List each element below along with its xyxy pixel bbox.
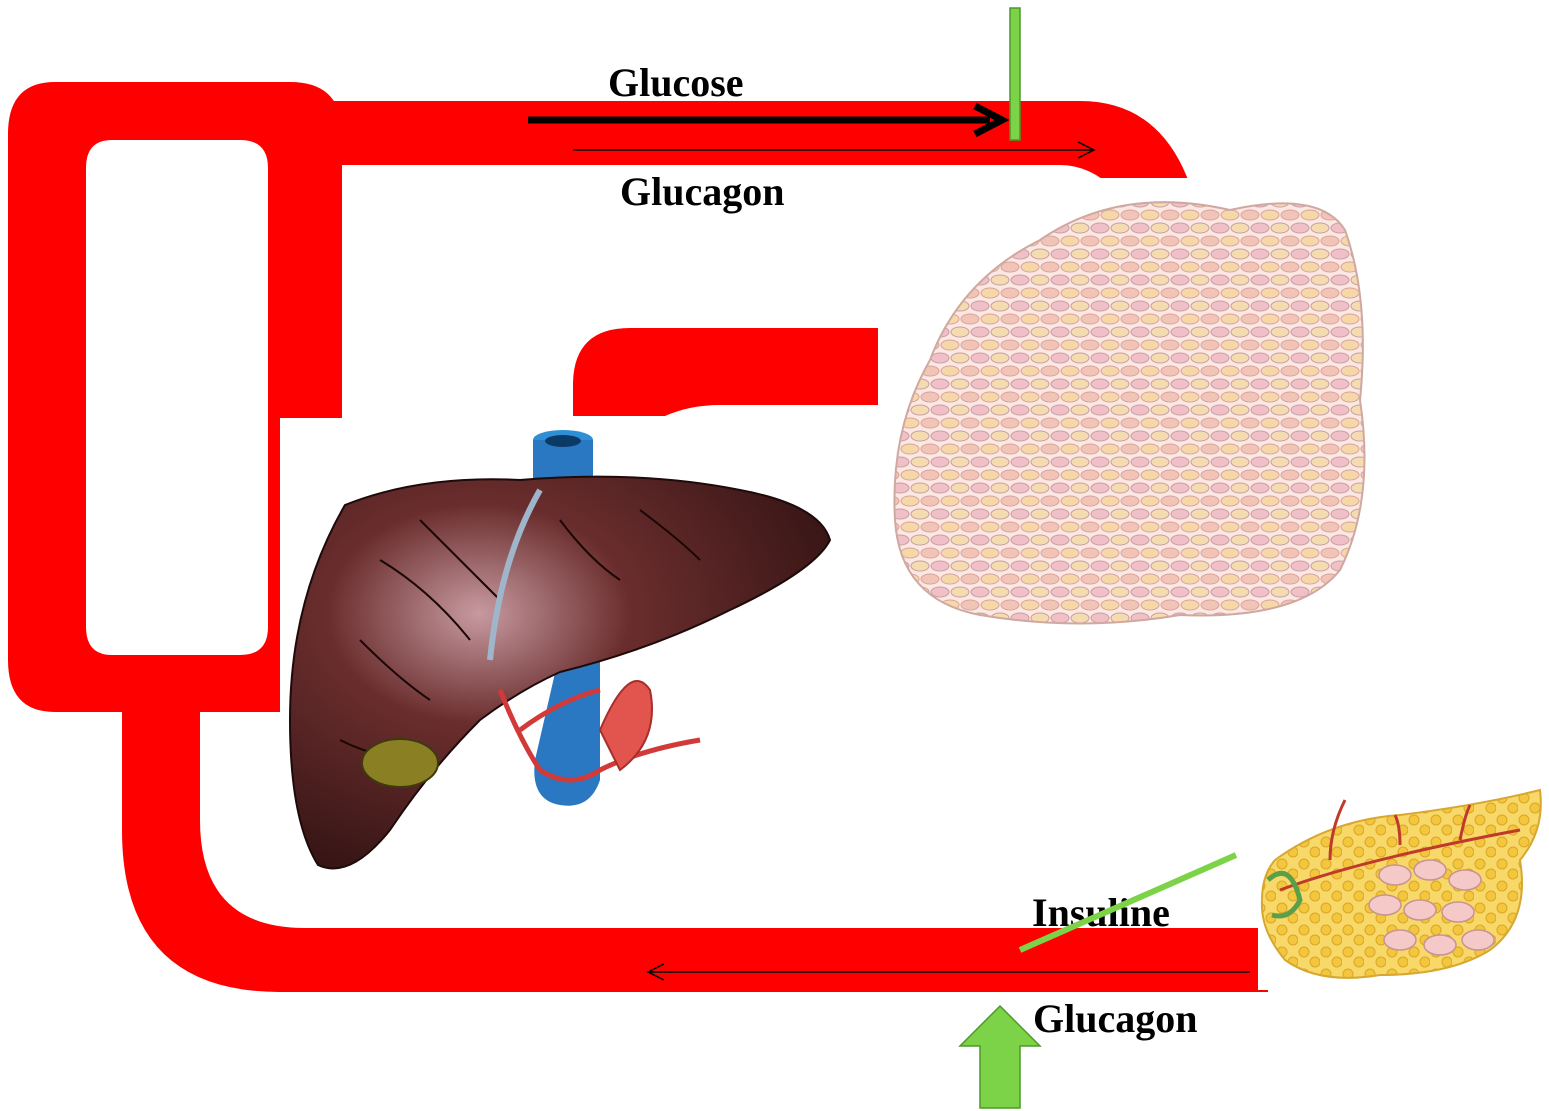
vessel-middle-branch [573, 328, 878, 416]
liver-image [280, 418, 840, 888]
gallbladder-icon [362, 739, 438, 787]
label-glucose-top: Glucose [608, 60, 744, 105]
adipose-tissue-image [878, 178, 1375, 644]
label-glucagon-bottom: Glucagon [1033, 996, 1197, 1041]
vessel-bottom-band [585, 928, 1268, 992]
label-glucagon-top: Glucagon [620, 169, 784, 214]
increase-up-arrow-icon [960, 1006, 1040, 1108]
pancreas-image [1258, 780, 1549, 990]
glucose-block-bar [1010, 8, 1020, 140]
